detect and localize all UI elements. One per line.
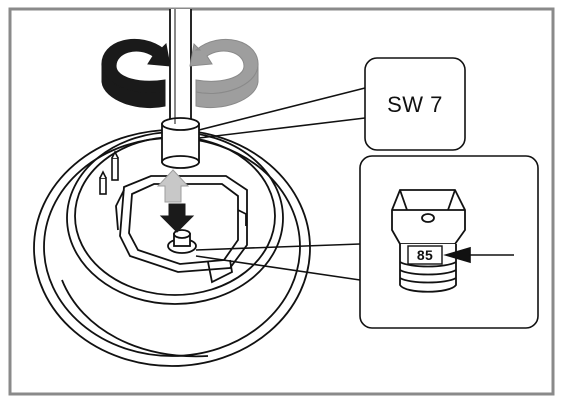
down-arrow bbox=[159, 203, 195, 233]
socket-wrench-tool bbox=[161, 9, 200, 169]
tool-size-callout bbox=[198, 57, 466, 151]
tool-size-label: SW 7 bbox=[387, 92, 443, 117]
ignition-pins bbox=[99, 150, 119, 195]
rotate-ccw-arrow bbox=[101, 39, 171, 109]
nozzle-detail bbox=[391, 189, 466, 293]
nozzle-in-cup bbox=[167, 229, 197, 254]
up-arrow bbox=[156, 169, 190, 203]
pointer-arrow bbox=[443, 246, 514, 264]
nozzle-marking-label: 85 bbox=[416, 247, 434, 263]
rotate-cw-arrow bbox=[189, 39, 259, 108]
